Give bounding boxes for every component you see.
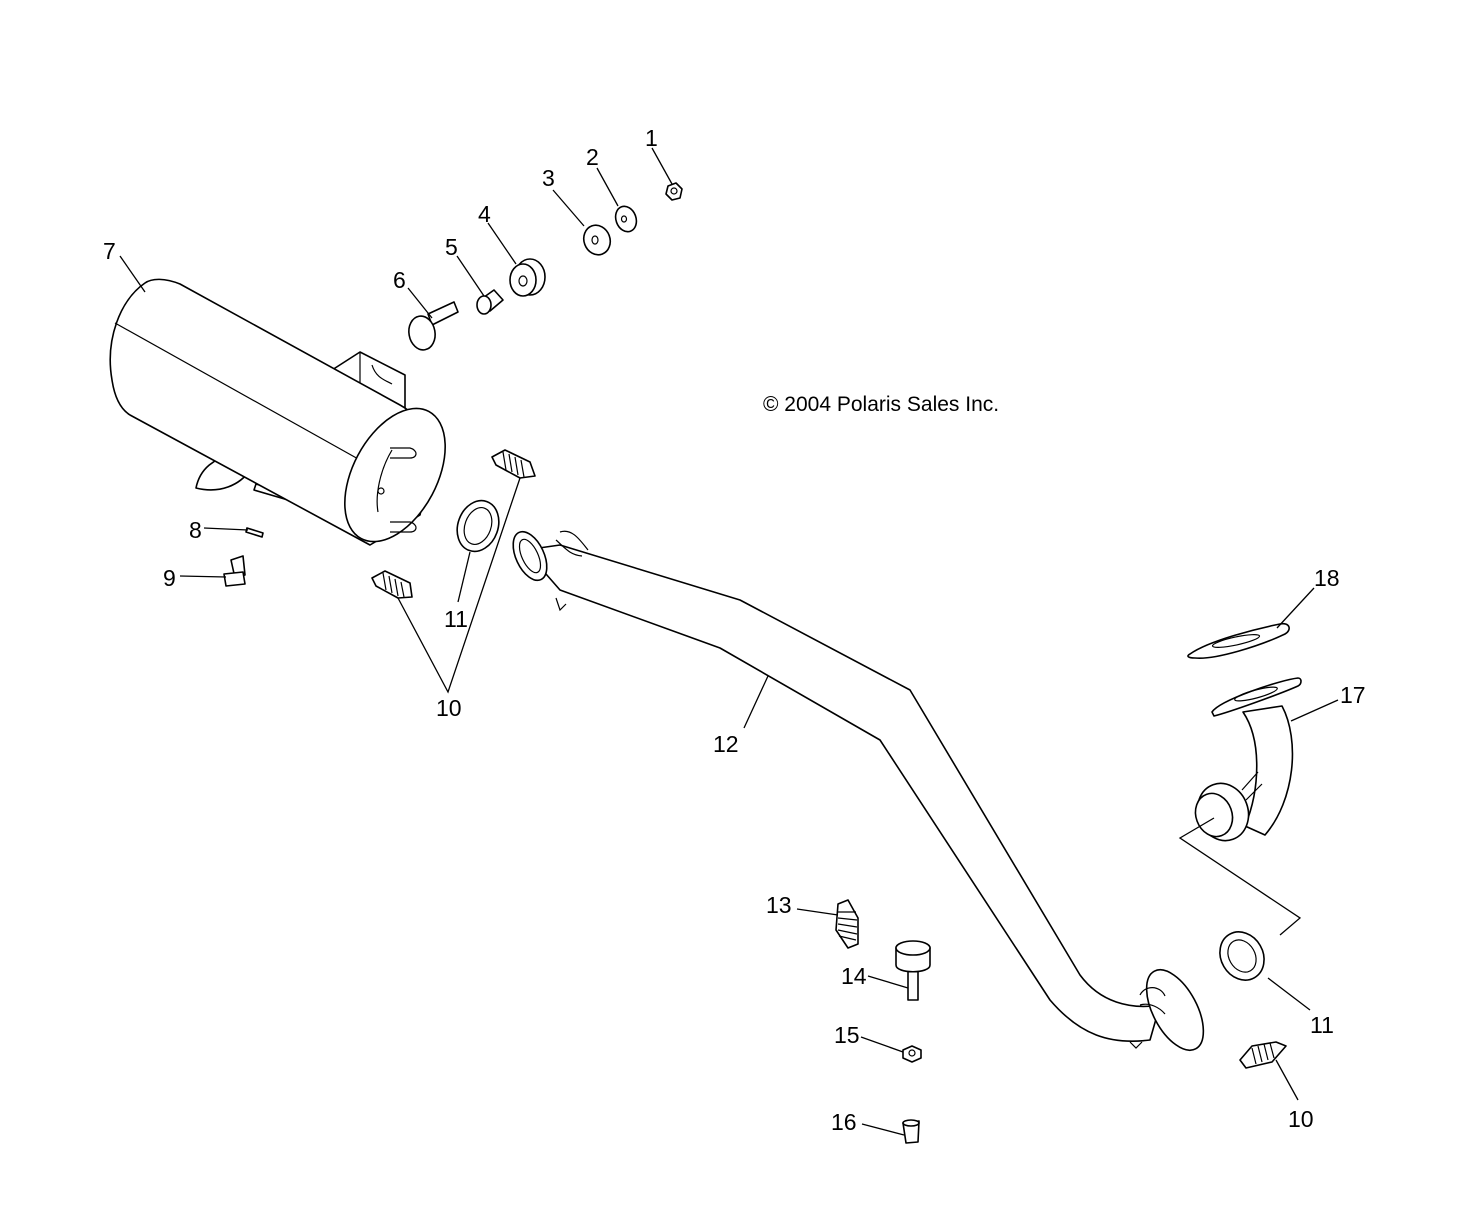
leader-17	[1290, 699, 1339, 722]
callout-16: 16	[831, 1109, 857, 1135]
callout-10b: 10	[1288, 1106, 1314, 1132]
callout-10a: 10	[436, 695, 462, 721]
spring-part	[1239, 1041, 1287, 1069]
callout-12: 12	[713, 731, 739, 757]
callout-6: 6	[393, 267, 406, 293]
leader-9	[179, 575, 227, 578]
head-pipe-part	[512, 530, 1205, 1051]
leader-12	[743, 675, 769, 729]
leader-6	[407, 287, 433, 319]
exhaust-elbow-part	[1194, 677, 1302, 842]
fitting-part	[902, 1119, 920, 1144]
callout-18: 18	[1314, 565, 1340, 591]
callout-11b: 11	[1310, 1012, 1334, 1038]
spring-part	[835, 899, 859, 949]
gasket-part	[1187, 622, 1290, 659]
leader-4	[487, 222, 517, 265]
callout-7: 7	[103, 238, 116, 264]
callout-14: 14	[841, 963, 867, 989]
leader-11a	[457, 551, 471, 603]
bolt-part	[408, 301, 459, 351]
nut-part	[665, 182, 683, 201]
callout-3: 3	[542, 165, 555, 191]
washer-part	[614, 205, 638, 233]
spring-part	[491, 449, 536, 479]
callout-1: 1	[645, 125, 658, 151]
rivet-part	[245, 527, 264, 538]
bumper-bolt-part	[895, 940, 931, 1001]
leader-1	[651, 147, 673, 185]
spring-part	[371, 570, 413, 599]
leader-3	[552, 189, 585, 227]
leader-18	[1276, 587, 1315, 629]
callout-5: 5	[445, 234, 458, 260]
seal-part	[1219, 931, 1265, 981]
leader-15	[860, 1036, 904, 1053]
leader-10b	[1275, 1059, 1299, 1101]
leader-17-to-11	[1178, 817, 1302, 936]
callout-9: 9	[163, 565, 176, 591]
callout-2: 2	[586, 144, 599, 170]
callout-8: 8	[189, 517, 202, 543]
leader-5	[456, 255, 485, 297]
callout-15: 15	[834, 1022, 860, 1048]
callout-17: 17	[1340, 682, 1366, 708]
callout-4: 4	[478, 201, 491, 227]
copyright-text: © 2004 Polaris Sales Inc.	[763, 393, 999, 416]
leader-13	[796, 908, 839, 916]
leader-2	[596, 167, 619, 207]
leader-14	[867, 975, 909, 989]
leader-7	[119, 255, 146, 293]
grommet-part	[509, 258, 546, 297]
bushing-part	[476, 289, 504, 315]
nut-part	[902, 1045, 922, 1063]
washer-part	[582, 224, 612, 256]
leader-16	[861, 1123, 905, 1136]
callout-11a: 11	[444, 606, 468, 632]
leader-8	[203, 527, 249, 531]
plug-part	[223, 555, 246, 587]
muffler-part	[109, 278, 446, 546]
callout-13: 13	[766, 892, 792, 918]
leader-11b	[1267, 977, 1311, 1011]
seal-part	[456, 499, 500, 553]
leader-10a	[397, 477, 521, 694]
